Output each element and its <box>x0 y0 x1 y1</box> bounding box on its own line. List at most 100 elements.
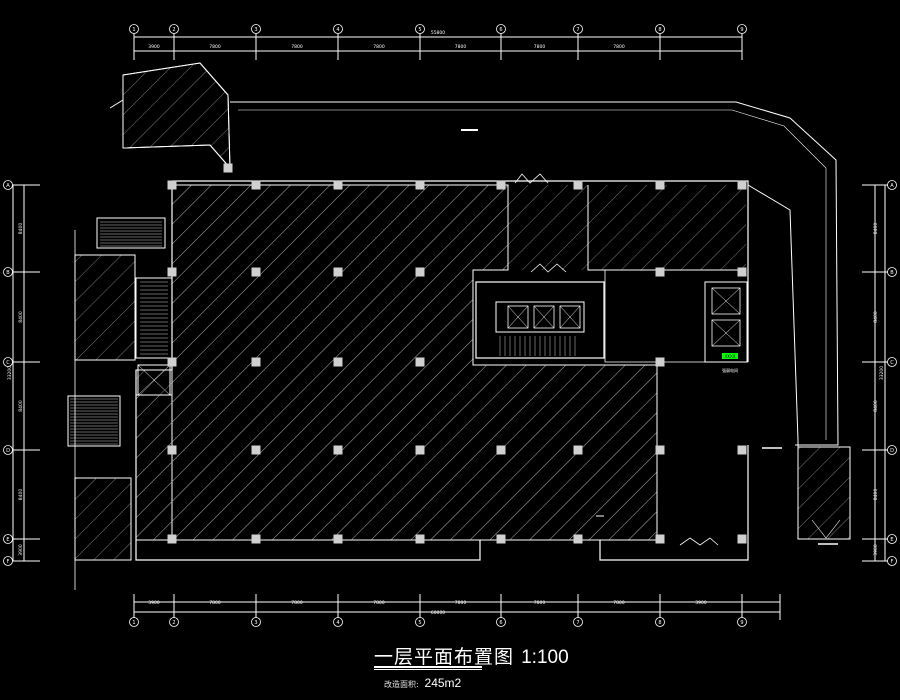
column <box>333 267 343 277</box>
door-north <box>514 173 549 184</box>
column <box>167 534 177 544</box>
walls <box>67 62 851 590</box>
top-dim-label: 7800 <box>373 44 385 50</box>
left-grid-bubble <box>3 534 13 544</box>
right-grid-bubble <box>887 534 897 544</box>
bottom-dim-label: 7800 <box>209 600 221 606</box>
room-tag: 强弱电间 <box>722 367 738 373</box>
top-grid-bubble <box>415 24 425 34</box>
central-elevator-x <box>507 305 529 329</box>
bottom-grid-bubble <box>333 617 343 627</box>
drawing-scale: 1:100 <box>521 647 569 668</box>
top-grid-bubble <box>251 24 261 34</box>
column <box>167 267 177 277</box>
left-grid-bubble <box>3 556 13 566</box>
annex-mark <box>109 99 124 109</box>
hatch-right-block <box>798 447 850 539</box>
wall-shop-divide <box>587 185 746 271</box>
elevator-tag: XXXX <box>725 354 736 359</box>
right-grid-label: D <box>890 448 894 454</box>
top-dim-label: 7800 <box>613 44 625 50</box>
column <box>655 445 665 455</box>
stair-core-left <box>135 277 173 359</box>
bottom-dim-label: 7800 <box>613 600 625 606</box>
right-grid-label: B <box>890 270 894 276</box>
bottom-dim-label: 7800 <box>291 600 303 606</box>
top-grid-bubble <box>129 24 139 34</box>
bottom-dim-label: 7800 <box>455 600 467 606</box>
column <box>737 267 747 277</box>
top-grid-label: 5 <box>418 27 421 33</box>
top-grid-label: 1 <box>132 27 135 33</box>
central-elevator <box>559 305 581 329</box>
elevator-tag-box <box>722 353 738 359</box>
top-grid-bubble <box>573 24 583 34</box>
bottom-grid-label: 1 <box>132 620 135 626</box>
right-dim-label: 8400 <box>873 311 879 323</box>
bottom-grid-bubble <box>251 617 261 627</box>
left-grid-label: D <box>6 448 10 454</box>
bottom-dim-label: 3900 <box>148 600 160 606</box>
dimension-lines <box>8 31 892 620</box>
wall-south-east <box>599 445 749 561</box>
column <box>167 357 177 367</box>
right-dim-label: 8400 <box>873 489 879 501</box>
right-total-label: 33200 <box>879 366 885 380</box>
east-elevator <box>711 319 741 347</box>
right-dim-label: 3900 <box>873 544 879 556</box>
top-grid-bubble <box>655 24 665 34</box>
right-block-door <box>811 519 841 539</box>
drawing-title: 一层平面布置图 <box>374 646 515 668</box>
area-label: 改造面积: <box>384 680 419 689</box>
wall-north-east <box>172 180 749 362</box>
left-dim-label: 3900 <box>18 544 24 556</box>
bottom-grid-bubble <box>415 617 425 627</box>
area-value: 245m2 <box>424 676 462 690</box>
column <box>737 445 747 455</box>
top-grid-bubble <box>737 24 747 34</box>
bottom-dim-label: 7800 <box>534 600 546 606</box>
door-core <box>530 263 567 273</box>
bottom-grid-bubble <box>655 617 665 627</box>
bottom-grid-label: 6 <box>499 620 502 626</box>
left-grid-bubble <box>3 357 13 367</box>
east-elevator-x <box>711 319 741 347</box>
hatch-left-wing-lower <box>75 478 131 560</box>
column <box>655 534 665 544</box>
column <box>573 180 583 190</box>
right-dim-label: 8400 <box>873 400 879 412</box>
bottom-grid-bubble <box>737 617 747 627</box>
bottom-grid-bubble <box>129 617 139 627</box>
central-elevator-x <box>559 305 581 329</box>
right-grid-bubble <box>887 267 897 277</box>
right-grid-label: E <box>890 537 893 543</box>
left-grid-label: C <box>6 360 10 366</box>
wall-south-west <box>135 370 481 561</box>
right-grid-bubble <box>887 180 897 190</box>
stair-left-lower <box>67 395 121 447</box>
column <box>496 534 506 544</box>
bottom-grid-label: 5 <box>418 620 421 626</box>
top-grid-label: 3 <box>254 27 257 33</box>
left-grid-label: A <box>6 183 10 189</box>
central-elevator <box>507 305 529 329</box>
central-core <box>475 281 605 359</box>
top-grid-bubble <box>496 24 506 34</box>
top-grid-label: 6 <box>499 27 502 33</box>
bottom-grid-label: 9 <box>740 620 743 626</box>
column <box>251 445 261 455</box>
column <box>251 267 261 277</box>
top-grid-label: 4 <box>336 27 339 33</box>
column <box>415 357 425 367</box>
top-dim-label: 7800 <box>291 44 303 50</box>
top-dim-label: 7800 <box>534 44 546 50</box>
central-elevator-x <box>533 305 555 329</box>
title-underline-thin <box>374 669 482 670</box>
right-dim-label: 8400 <box>873 223 879 235</box>
left-grid-bubble <box>3 267 13 277</box>
column <box>251 180 261 190</box>
column <box>655 180 665 190</box>
area-note: 改造面积: 245m2 <box>384 676 461 690</box>
